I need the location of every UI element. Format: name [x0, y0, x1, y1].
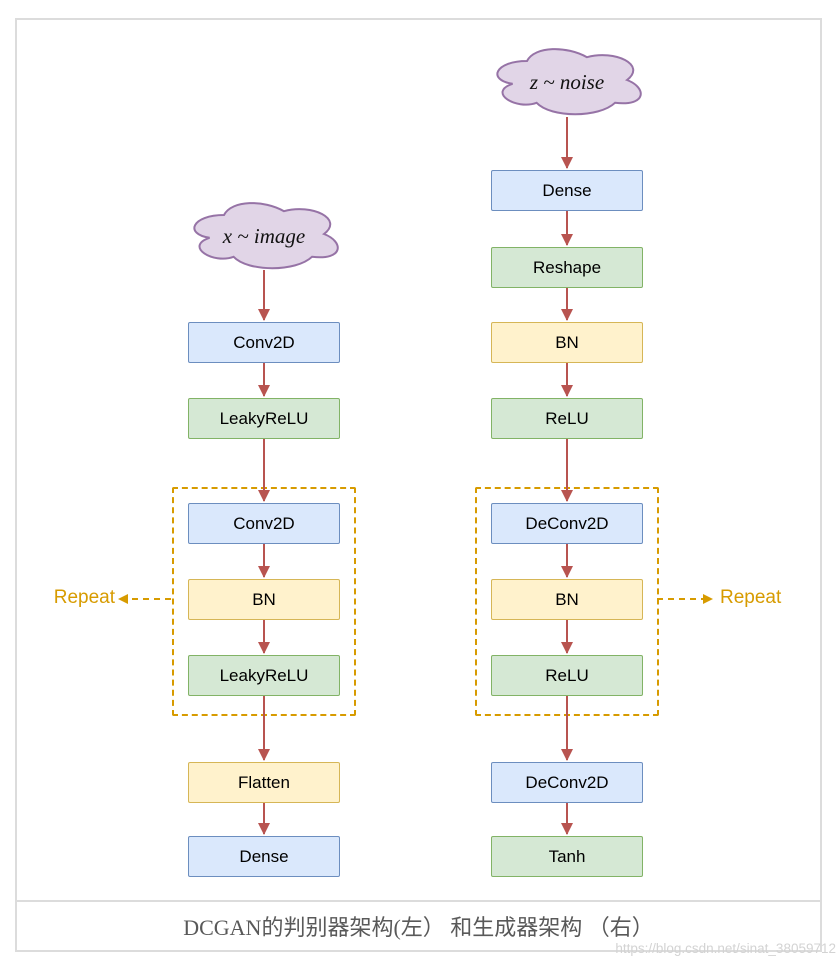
caption-row: DCGAN的判别器架构(左） 和生成器架构 （右）: [17, 900, 820, 950]
cloud-x-image: [193, 202, 339, 270]
figure-caption: DCGAN的判别器架构(左） 和生成器架构 （右）: [183, 915, 654, 940]
layer-box-leakyrelu-1: LeakyReLU: [188, 398, 340, 439]
layer-box-leakyrelu-2: LeakyReLU: [188, 655, 340, 696]
layer-box-bn-right-2: BN: [491, 579, 643, 620]
layer-box-relu-1: ReLU: [491, 398, 643, 439]
layer-box-dense-left: Dense: [188, 836, 340, 877]
cloud-z-noise: [496, 48, 642, 116]
repeat-label-left: Repeat: [53, 587, 115, 608]
layer-box-dense-right: Dense: [491, 170, 643, 211]
repeat-label-right: Repeat: [720, 587, 782, 608]
layer-box-bn-left: BN: [188, 579, 340, 620]
layer-box-relu-2: ReLU: [491, 655, 643, 696]
csdn-watermark: https://blog.csdn.net/sinat_38059712: [615, 941, 836, 956]
layer-box-conv2d-1: Conv2D: [188, 322, 340, 363]
layer-box-bn-right-1: BN: [491, 322, 643, 363]
layer-box-deconv2d-2: DeConv2D: [491, 762, 643, 803]
layer-box-reshape: Reshape: [491, 247, 643, 288]
layer-box-conv2d-2: Conv2D: [188, 503, 340, 544]
layer-box-tanh: Tanh: [491, 836, 643, 877]
dcgan-architecture-diagram: x ~ image z ~ noise Conv2D LeakyReLU Con…: [17, 20, 820, 900]
connectors-layer: [118, 48, 713, 835]
layer-box-flatten: Flatten: [188, 762, 340, 803]
cloud-label-z-noise: z ~ noise: [529, 69, 605, 94]
layer-box-deconv2d-1: DeConv2D: [491, 503, 643, 544]
figure-frame: x ~ image z ~ noise Conv2D LeakyReLU Con…: [15, 18, 822, 952]
cloud-label-x-image: x ~ image: [222, 223, 306, 248]
